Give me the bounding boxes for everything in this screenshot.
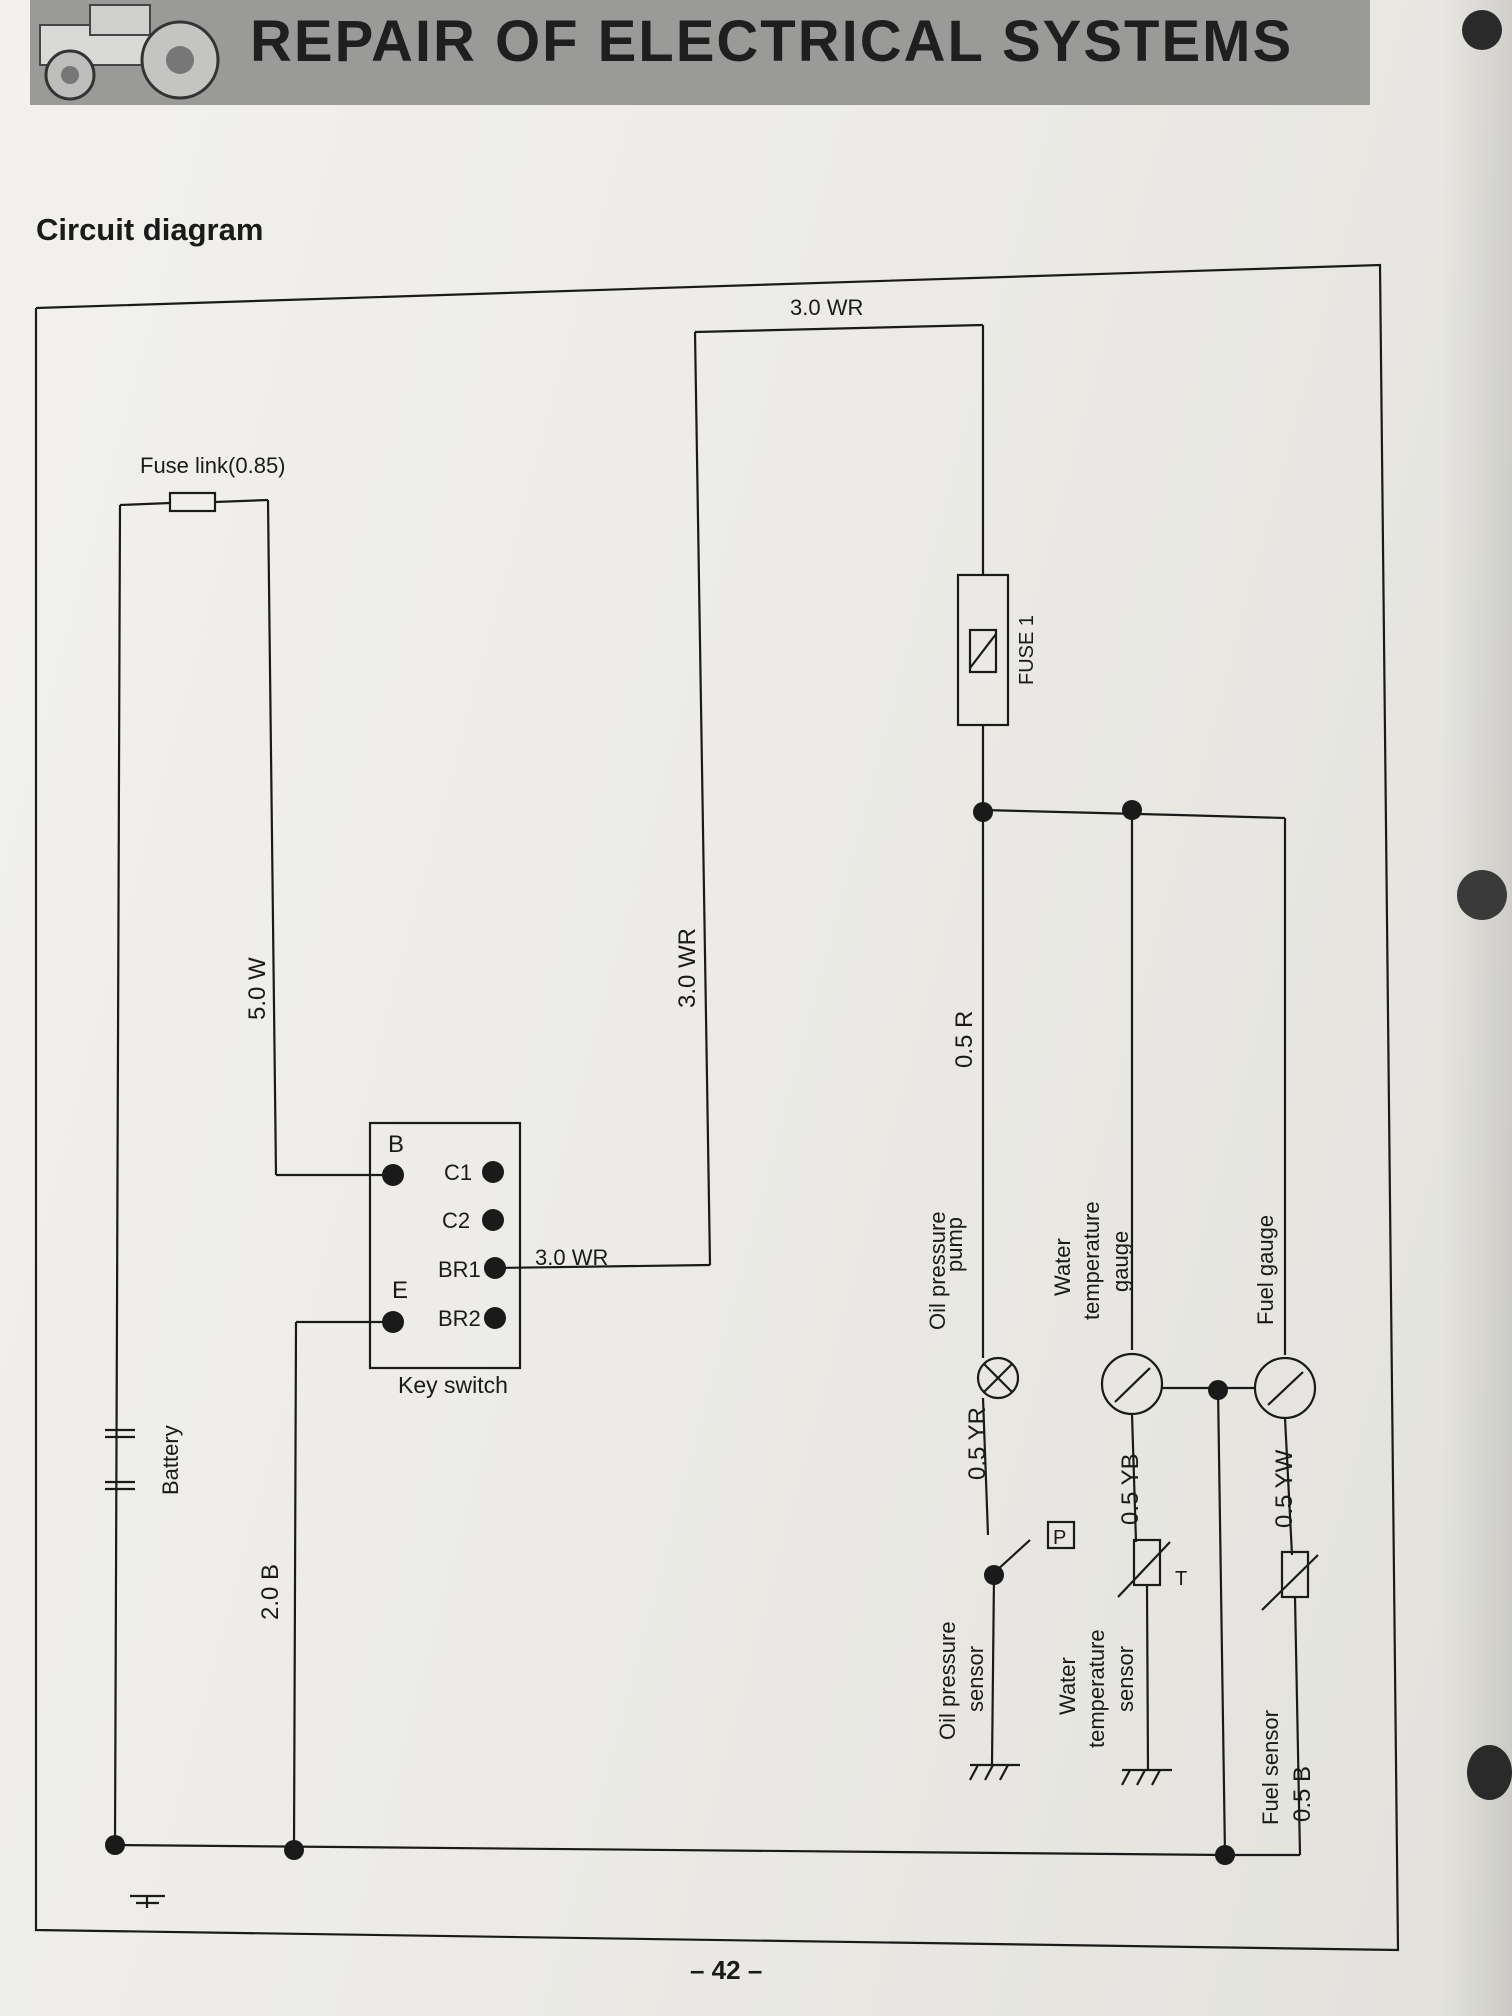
label-fuel-sensor: Fuel sensor bbox=[1258, 1710, 1283, 1825]
ground-bus bbox=[114, 1843, 1226, 1857]
fuse-link-symbol bbox=[168, 491, 217, 513]
label-battery: Battery bbox=[158, 1425, 183, 1495]
label-terminal-b: B bbox=[388, 1131, 404, 1158]
label-oil-pressure-pump-2: pump bbox=[942, 1217, 967, 1272]
label-water-temperature-sensor-2: temperature bbox=[1084, 1629, 1109, 1748]
label-3wr-top: 3.0 WR bbox=[790, 295, 863, 320]
terminal-e bbox=[382, 1311, 404, 1333]
label-terminal-e: E bbox=[392, 1277, 408, 1304]
terminal-b bbox=[382, 1164, 404, 1186]
label-fuse-1: FUSE 1 bbox=[1016, 615, 1038, 685]
label-water-temperature-sensor-3: sensor bbox=[1113, 1646, 1138, 1712]
label-terminal-br1: BR1 bbox=[438, 1257, 481, 1282]
header-title: REPAIR OF ELECTRICAL SYSTEMS bbox=[250, 9, 1294, 74]
wire-3wr-top bbox=[694, 323, 984, 334]
header-band bbox=[30, 0, 1370, 105]
wire-fuse-link-right bbox=[214, 498, 269, 504]
label-water-temperature-sensor-1: Water bbox=[1055, 1657, 1080, 1715]
label-sensor-t: T bbox=[1175, 1568, 1187, 1590]
wire-5w bbox=[266, 499, 278, 1176]
label-oil-pressure-pump-1: Oil pressure bbox=[925, 1211, 950, 1330]
terminal-br1 bbox=[484, 1257, 506, 1279]
wire-05r-branch bbox=[982, 808, 1179, 817]
oil-pressure-switch-p bbox=[1046, 1520, 1076, 1550]
wire-fuse-link-left bbox=[119, 501, 171, 507]
binder-ring-middle bbox=[1457, 870, 1507, 920]
label-terminal-br2: BR2 bbox=[438, 1306, 481, 1331]
label-05b: 0.5 B bbox=[1289, 1766, 1316, 1822]
label-oil-pressure-sensor-2: sensor bbox=[963, 1646, 988, 1712]
diagram-frame bbox=[34, 263, 1400, 1952]
label-oil-pressure-sensor-1: Oil pressure bbox=[935, 1621, 960, 1740]
label-2b: 2.0 B bbox=[257, 1564, 284, 1620]
label-key-switch: Key switch bbox=[398, 1372, 508, 1398]
wire-2b bbox=[292, 1321, 298, 1851]
key-switch-terminals bbox=[382, 1161, 506, 1333]
label-terminal-c2: C2 bbox=[442, 1208, 470, 1233]
label-05yr: 0.5 YR bbox=[964, 1407, 991, 1480]
page-shadow bbox=[1442, 0, 1512, 2016]
binder-ring-top bbox=[1462, 10, 1502, 50]
fuse-1-element bbox=[968, 628, 998, 674]
terminal-br2 bbox=[484, 1307, 506, 1329]
tractor-logo bbox=[39, 4, 220, 101]
binder-ring-bottom bbox=[1467, 1745, 1512, 1800]
terminal-c2 bbox=[482, 1209, 504, 1231]
label-water-temperature-gauge-2: temperature bbox=[1079, 1201, 1104, 1320]
oil-pressure-lamp-symbol bbox=[976, 1356, 1020, 1400]
key-switch-box bbox=[368, 1121, 522, 1370]
label-05yw: 0.5 YW bbox=[1271, 1449, 1298, 1528]
fuel-sensor-symbol bbox=[1280, 1550, 1310, 1599]
label-terminal-c1: C1 bbox=[444, 1160, 472, 1185]
label-fuse-link: Fuse link(0.85) bbox=[140, 453, 286, 478]
junction-dots bbox=[105, 800, 1235, 1865]
label-3wr-vertical: 3.0 WR bbox=[674, 928, 701, 1008]
oil-pressure-switch bbox=[994, 1539, 1031, 1573]
wire-3wr-horizontal bbox=[494, 1263, 711, 1270]
label-switch-p: P bbox=[1053, 1527, 1066, 1549]
label-05yb: 0.5 YB bbox=[1117, 1453, 1144, 1525]
wire-battery-left bbox=[113, 504, 122, 1846]
label-water-temperature-gauge-1: Water bbox=[1050, 1238, 1075, 1296]
water-temperature-sensor-symbol bbox=[1132, 1538, 1162, 1587]
page-number: – 42 – bbox=[690, 1955, 763, 1985]
label-water-temperature-gauge-3: gauge bbox=[1108, 1231, 1133, 1292]
label-05r: 0.5 R bbox=[951, 1011, 978, 1068]
wire-3wr-vertical bbox=[693, 331, 712, 1266]
label-3wr-horizontal: 3.0 WR bbox=[535, 1245, 608, 1270]
label-fuel-gauge: Fuel gauge bbox=[1253, 1215, 1278, 1325]
terminal-c1 bbox=[482, 1161, 504, 1183]
label-5w: 5.0 W bbox=[244, 957, 271, 1020]
section-heading: Circuit diagram bbox=[36, 212, 264, 247]
